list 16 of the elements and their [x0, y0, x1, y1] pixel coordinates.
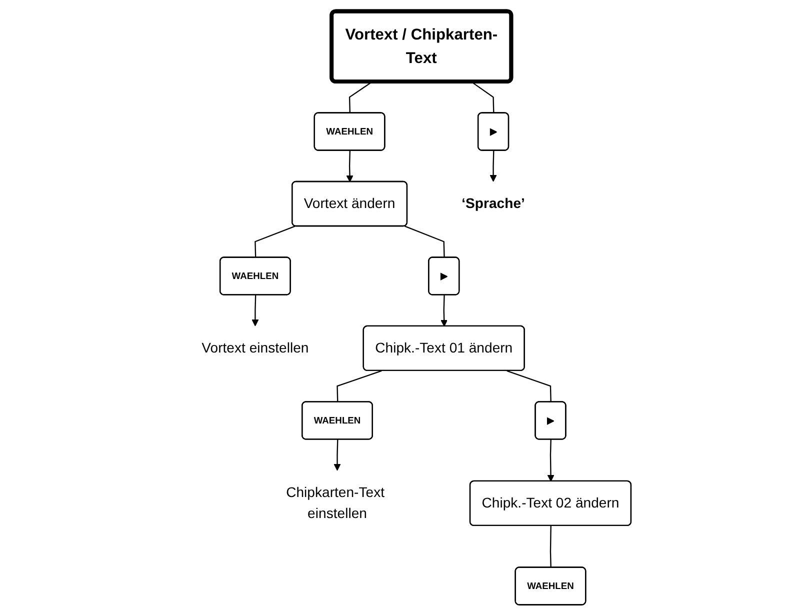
connector — [506, 370, 552, 402]
connector — [550, 526, 552, 568]
connector — [348, 81, 372, 114]
node-text: Chipkarten-Text einstellen — [286, 484, 384, 522]
arrow — [490, 150, 497, 182]
arrow — [334, 440, 341, 471]
connector — [336, 370, 382, 402]
connector — [254, 226, 296, 258]
arrow — [346, 150, 354, 182]
arrow — [547, 440, 554, 482]
node-text: Vortext einstellen — [202, 340, 309, 356]
connector — [404, 226, 445, 258]
arrow — [252, 295, 259, 326]
arrow — [440, 295, 448, 327]
connector — [471, 81, 494, 114]
node-text: ‘Sprache’ — [462, 196, 525, 212]
